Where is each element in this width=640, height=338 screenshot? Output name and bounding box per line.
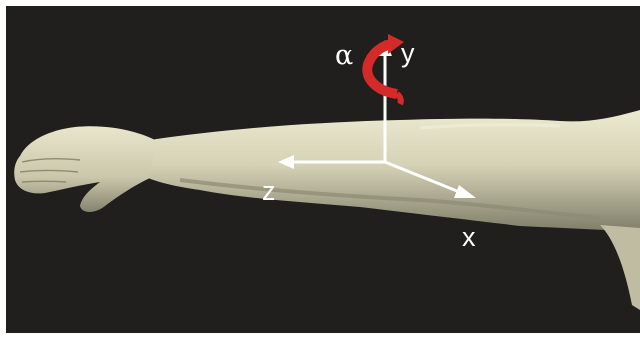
x-axis-label: x — [462, 222, 476, 252]
z-axis-label: z — [262, 176, 276, 206]
alpha-label: α — [335, 40, 353, 71]
y-axis-label: y — [401, 38, 415, 68]
